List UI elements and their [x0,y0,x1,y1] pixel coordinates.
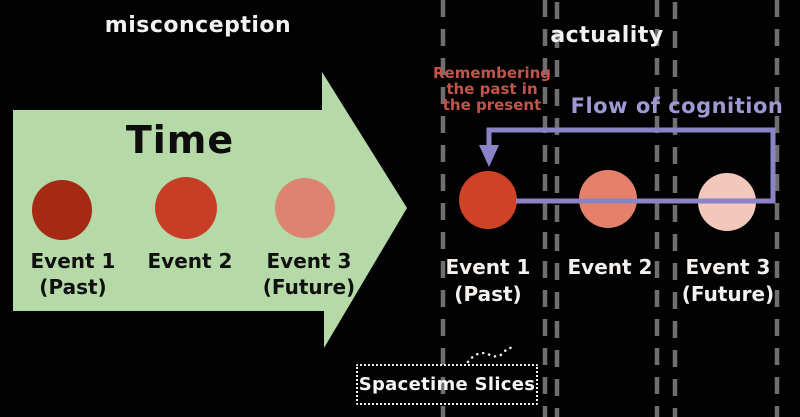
time-arrow-label: Time [125,118,235,162]
misconception-event1-dot [32,180,92,240]
actuality-event1-dot [459,171,517,229]
misconception-event3-dot [275,178,335,238]
spacetime-slices-callout: Spacetime Slices [356,364,538,405]
annotation-line: the present [442,96,542,114]
event-qualifier: (Past) [39,275,107,299]
annotation-line: Remembering [432,64,552,82]
event-qualifier: (Future) [681,282,775,306]
event-qualifier: (Future) [262,275,356,299]
actuality-title: actuality [550,23,664,48]
actuality-event2-label: Event 2 [568,254,653,281]
event-name: Event 2 [567,255,653,279]
flow-arrowhead-icon [479,145,499,167]
misconception-event2-dot [155,177,217,239]
spacetime-slices-label: Spacetime Slices [358,374,536,395]
actuality-event1-label: Event 1 (Past) [446,254,531,308]
actuality-event3-label: Event 3 (Future) [682,254,774,308]
misconception-event3-label: Event 3 (Future) [263,248,355,300]
misconception-event2-label: Event 2 [148,248,233,274]
misconception-title: misconception [104,13,292,38]
flow-of-cognition-path [486,127,776,204]
event-name: Event 1 [445,255,531,279]
event-name: Event 1 [30,249,116,273]
annotation-line: the past in [446,80,538,98]
spacetime-slice-lines [440,0,780,417]
event-name: Event 2 [147,249,233,273]
callout-leader-dots [466,346,515,364]
remembering-annotation: Remembering the past in the present [433,65,551,113]
flow-of-cognition-label: Flow of cognition [570,94,784,118]
misconception-event1-label: Event 1 (Past) [31,248,116,300]
event-qualifier: (Past) [454,282,522,306]
event-name: Event 3 [685,255,771,279]
event-name: Event 3 [266,249,352,273]
